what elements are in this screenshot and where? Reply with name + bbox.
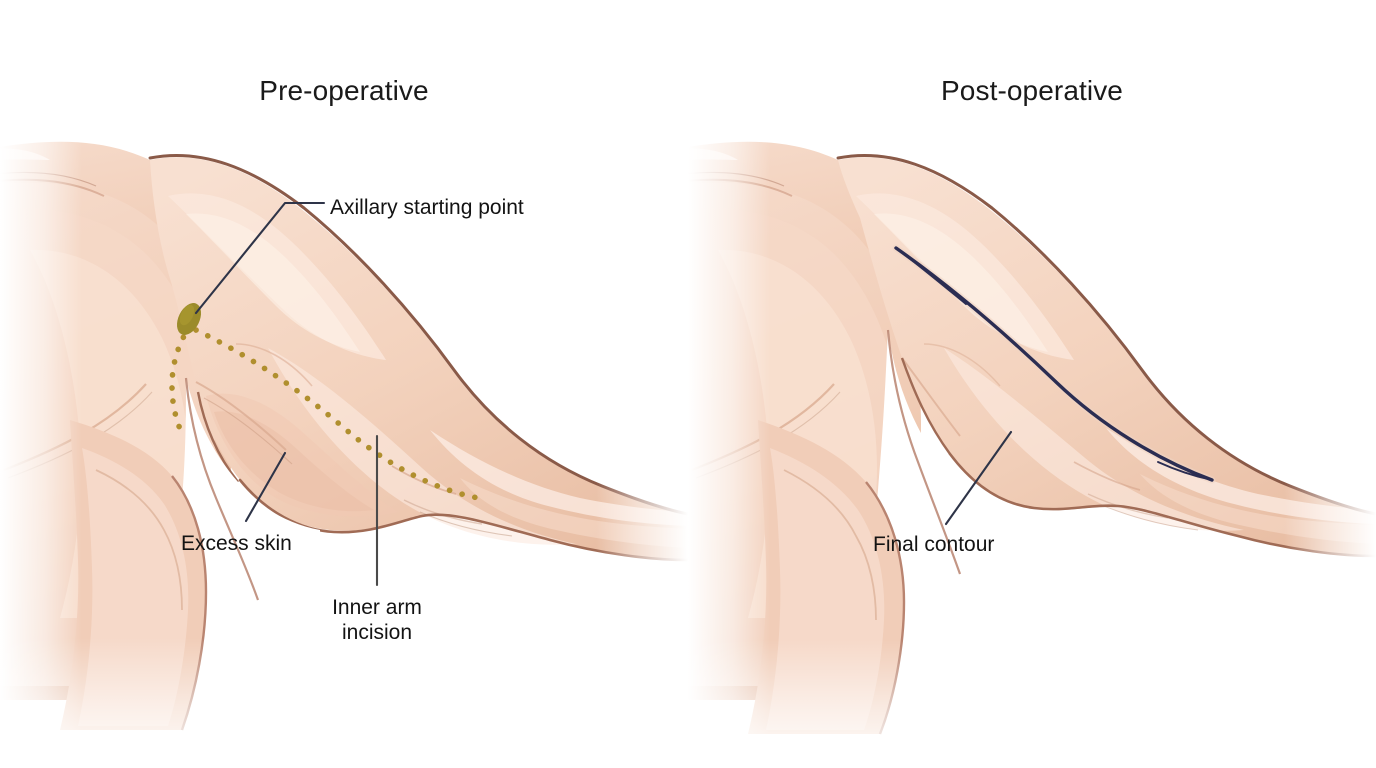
leader-excess-skin (244, 451, 287, 523)
inner-arm-incision-dotted-line (193, 327, 481, 501)
panel-title-post-operative: Post-operative (941, 75, 1123, 106)
callout-excess-skin: Excess skin (181, 532, 292, 555)
pre-operative-leader-lines (194, 201, 379, 587)
pre-operative-arm-illustration (0, 100, 688, 768)
post-operative-surgical-markings (892, 244, 1216, 484)
axillary-incision-dotted-branch (169, 323, 193, 437)
panel-post-operative: Post-operative (688, 0, 1376, 768)
post-operative-arm-illustration (688, 100, 1376, 768)
final-contour-suture-line (894, 246, 1214, 482)
panel-title-pre-operative: Pre-operative (259, 75, 429, 106)
callout-final-contour: Final contour (873, 533, 995, 556)
callout-axillary-starting-point: Axillary starting point (330, 196, 524, 219)
callout-inner-arm-incision-line-2: incision (341, 620, 413, 644)
callout-inner-arm-incision: Inner arm incision (327, 596, 427, 645)
callout-inner-arm-incision-line-1: Inner arm (332, 596, 422, 619)
upper-arm-shape (836, 154, 1376, 558)
leader-final-contour (944, 430, 1013, 526)
leader-axillary-starting-point (194, 201, 326, 315)
pre-operative-surgical-markings (169, 303, 481, 501)
panel-pre-operative: Pre-operative (0, 75, 688, 768)
post-operative-leader-lines (944, 430, 1013, 526)
